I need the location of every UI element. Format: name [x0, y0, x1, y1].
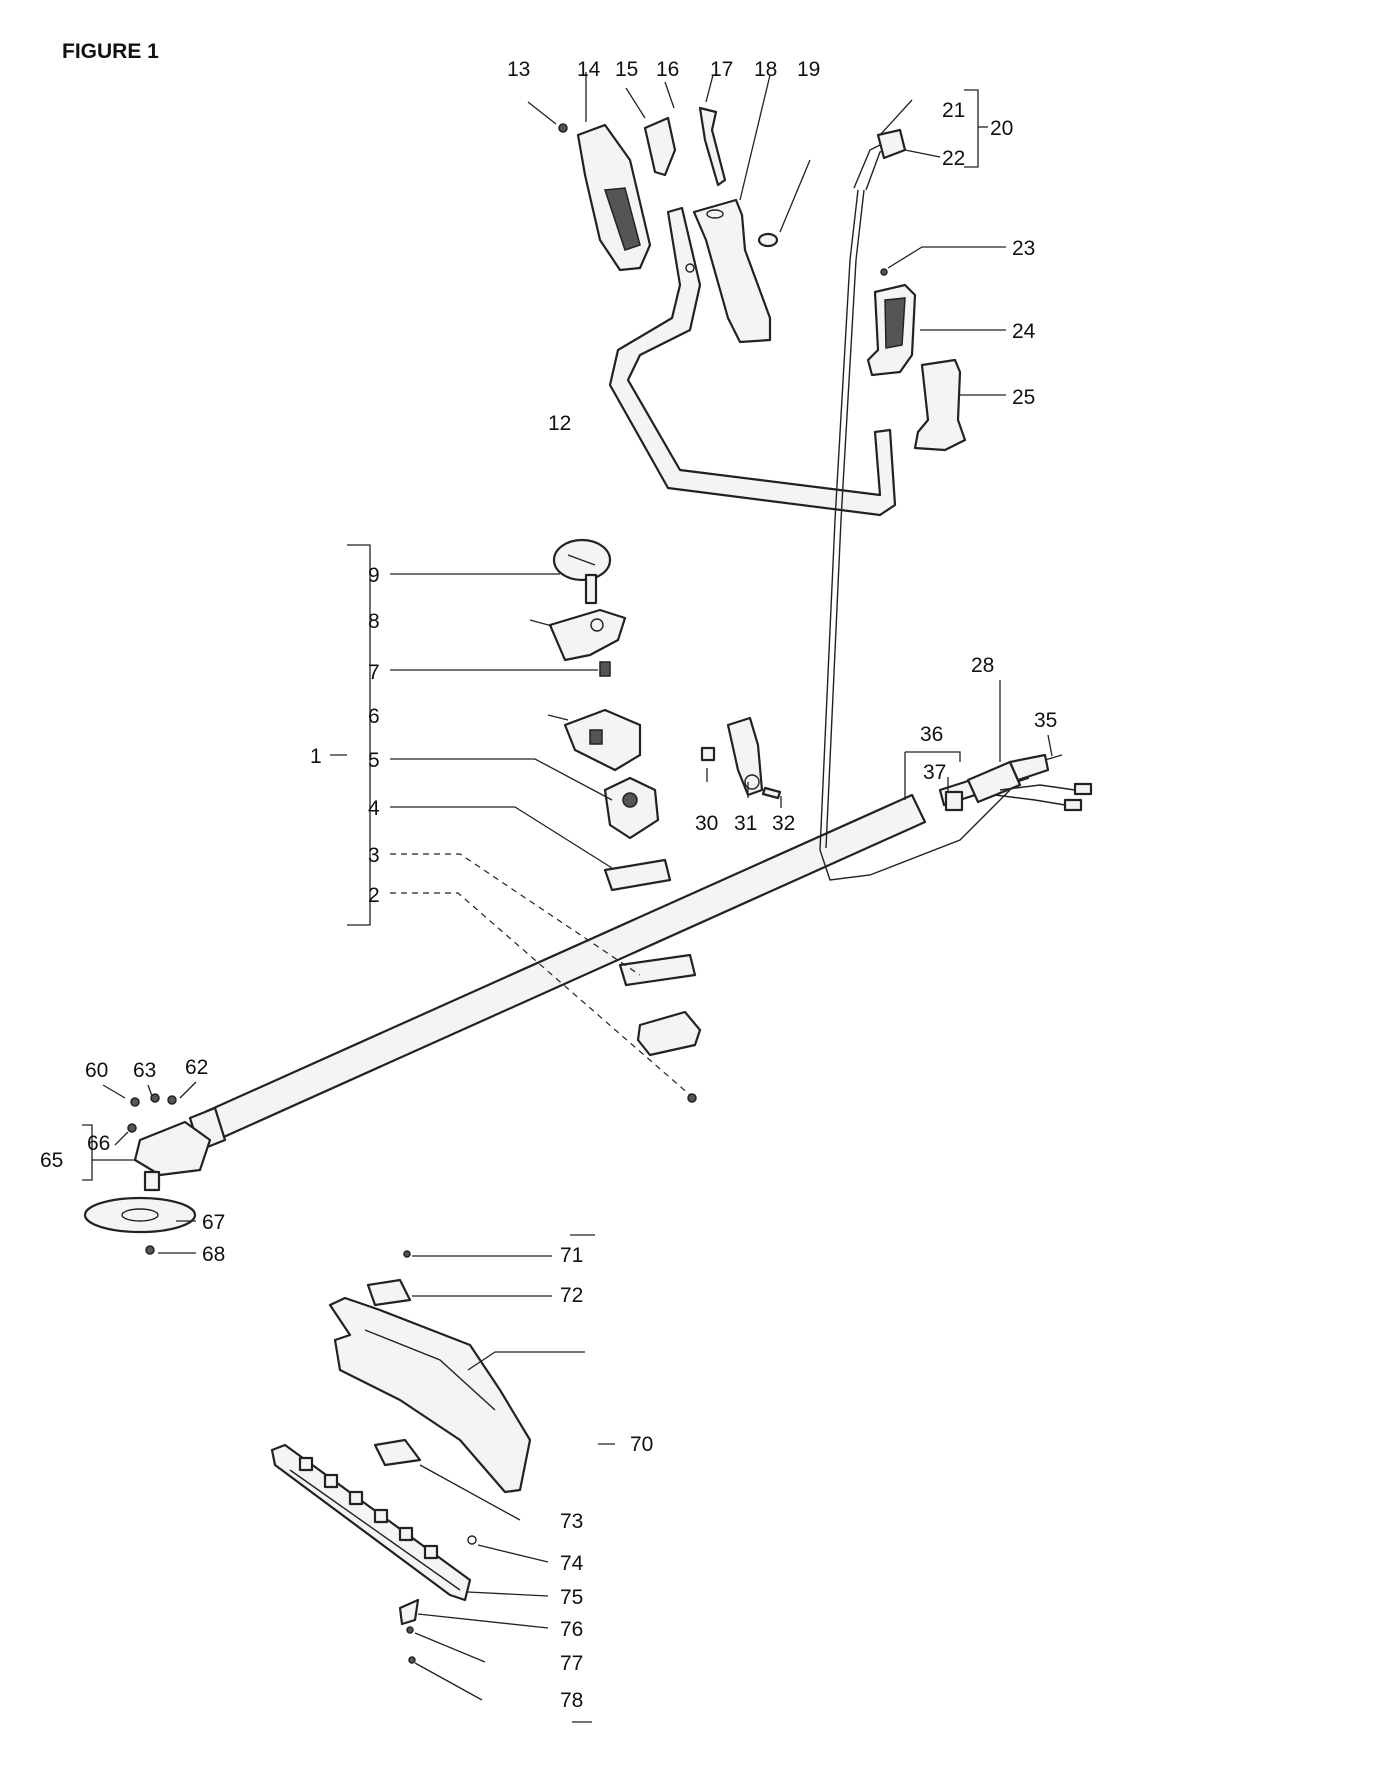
- clamp-upper-6: [563, 708, 642, 772]
- clamp-lower-5: [603, 776, 660, 840]
- bolt-32: [761, 786, 782, 800]
- label-67: 67: [202, 1211, 225, 1234]
- label-62: 62: [185, 1056, 208, 1079]
- throttle-lock: [643, 116, 677, 177]
- small-cap-19: [757, 232, 779, 248]
- label-28: 28: [971, 654, 994, 677]
- bolt-2: [687, 1093, 697, 1103]
- label-23: 23: [1012, 237, 1035, 260]
- screw-13: [558, 123, 568, 133]
- clamp-72: [366, 1278, 412, 1307]
- label-21: 21: [942, 99, 965, 122]
- label-31: 31: [734, 812, 757, 835]
- label-35: 35: [1034, 709, 1057, 732]
- clamp-cover-8: [548, 608, 627, 662]
- label-15: 15: [615, 58, 638, 81]
- cutter-76: [398, 1598, 420, 1626]
- figure-title: FIGURE 1: [62, 40, 159, 63]
- leader-lines: [82, 72, 1053, 1723]
- clamp-73: [373, 1438, 422, 1467]
- label-60: 60: [85, 1059, 108, 1082]
- label-3: 3: [368, 844, 380, 867]
- gearhead-65: [133, 1120, 212, 1192]
- shim-3: [618, 953, 697, 987]
- guard-70: [328, 1296, 532, 1494]
- screw-60: [130, 1097, 140, 1107]
- label-14: 14: [577, 58, 601, 81]
- handle-half-24: [866, 283, 917, 377]
- throttle-handle-housing: [576, 123, 652, 272]
- nut-68: [145, 1245, 155, 1255]
- label-25: 25: [1012, 386, 1035, 409]
- label-22: 22: [942, 147, 965, 170]
- label-17: 17: [710, 58, 733, 81]
- screw-23: [880, 268, 888, 276]
- screw-63: [150, 1093, 160, 1103]
- part-labels: 13 14 15 16 17 18 19 21 20 22 23 24 25 1…: [40, 58, 1057, 1712]
- clamp-knob-9: [552, 538, 612, 605]
- label-71: 71: [560, 1244, 583, 1267]
- label-66: 66: [87, 1132, 110, 1155]
- label-1: 1: [310, 745, 322, 768]
- screw-71: [403, 1250, 411, 1258]
- label-76: 76: [560, 1618, 583, 1641]
- handle-grip-25: [913, 358, 967, 452]
- label-4: 4: [368, 797, 380, 820]
- label-2: 2: [368, 884, 380, 907]
- label-8: 8: [368, 610, 380, 633]
- label-7: 7: [368, 661, 380, 684]
- label-37: 37: [923, 761, 946, 784]
- label-68: 68: [202, 1243, 225, 1266]
- wires-35: [994, 782, 1093, 812]
- flange-67: [83, 1196, 197, 1234]
- label-30: 30: [695, 812, 718, 835]
- label-74: 74: [560, 1552, 584, 1575]
- label-9: 9: [368, 564, 380, 587]
- label-65: 65: [40, 1149, 63, 1172]
- label-32: 32: [772, 812, 795, 835]
- label-13: 13: [507, 58, 530, 81]
- nut-30: [700, 746, 716, 762]
- nut-7: [599, 661, 611, 677]
- screw-66: [127, 1123, 137, 1133]
- label-18: 18: [754, 58, 777, 81]
- label-78: 78: [560, 1689, 583, 1712]
- guard-extension-75: [270, 1443, 472, 1602]
- washer-74: [467, 1535, 477, 1545]
- label-75: 75: [560, 1586, 583, 1609]
- coupling-28: [966, 753, 1063, 804]
- label-36: 36: [920, 723, 943, 746]
- label-24: 24: [1012, 320, 1036, 343]
- washer-62: [167, 1095, 177, 1105]
- label-20: 20: [990, 117, 1013, 140]
- label-12: 12: [548, 412, 571, 435]
- bracket-2: [636, 1010, 702, 1057]
- label-73: 73: [560, 1510, 583, 1533]
- screw-78: [408, 1656, 416, 1664]
- label-6: 6: [368, 705, 380, 728]
- hanger-bracket-31: [726, 716, 764, 797]
- screw-77: [406, 1626, 414, 1634]
- rubber-grip-18: [692, 198, 772, 344]
- label-16: 16: [656, 58, 679, 81]
- label-70: 70: [630, 1433, 653, 1456]
- label-19: 19: [797, 58, 820, 81]
- throttle-trigger: [698, 106, 727, 187]
- label-72: 72: [560, 1284, 583, 1307]
- handlebar: [608, 206, 897, 517]
- sleeve-37: [944, 790, 964, 812]
- label-63: 63: [133, 1059, 156, 1082]
- throttle-cable: [819, 128, 1011, 881]
- label-77: 77: [560, 1652, 583, 1675]
- label-5: 5: [368, 749, 380, 772]
- shim-4: [603, 858, 672, 892]
